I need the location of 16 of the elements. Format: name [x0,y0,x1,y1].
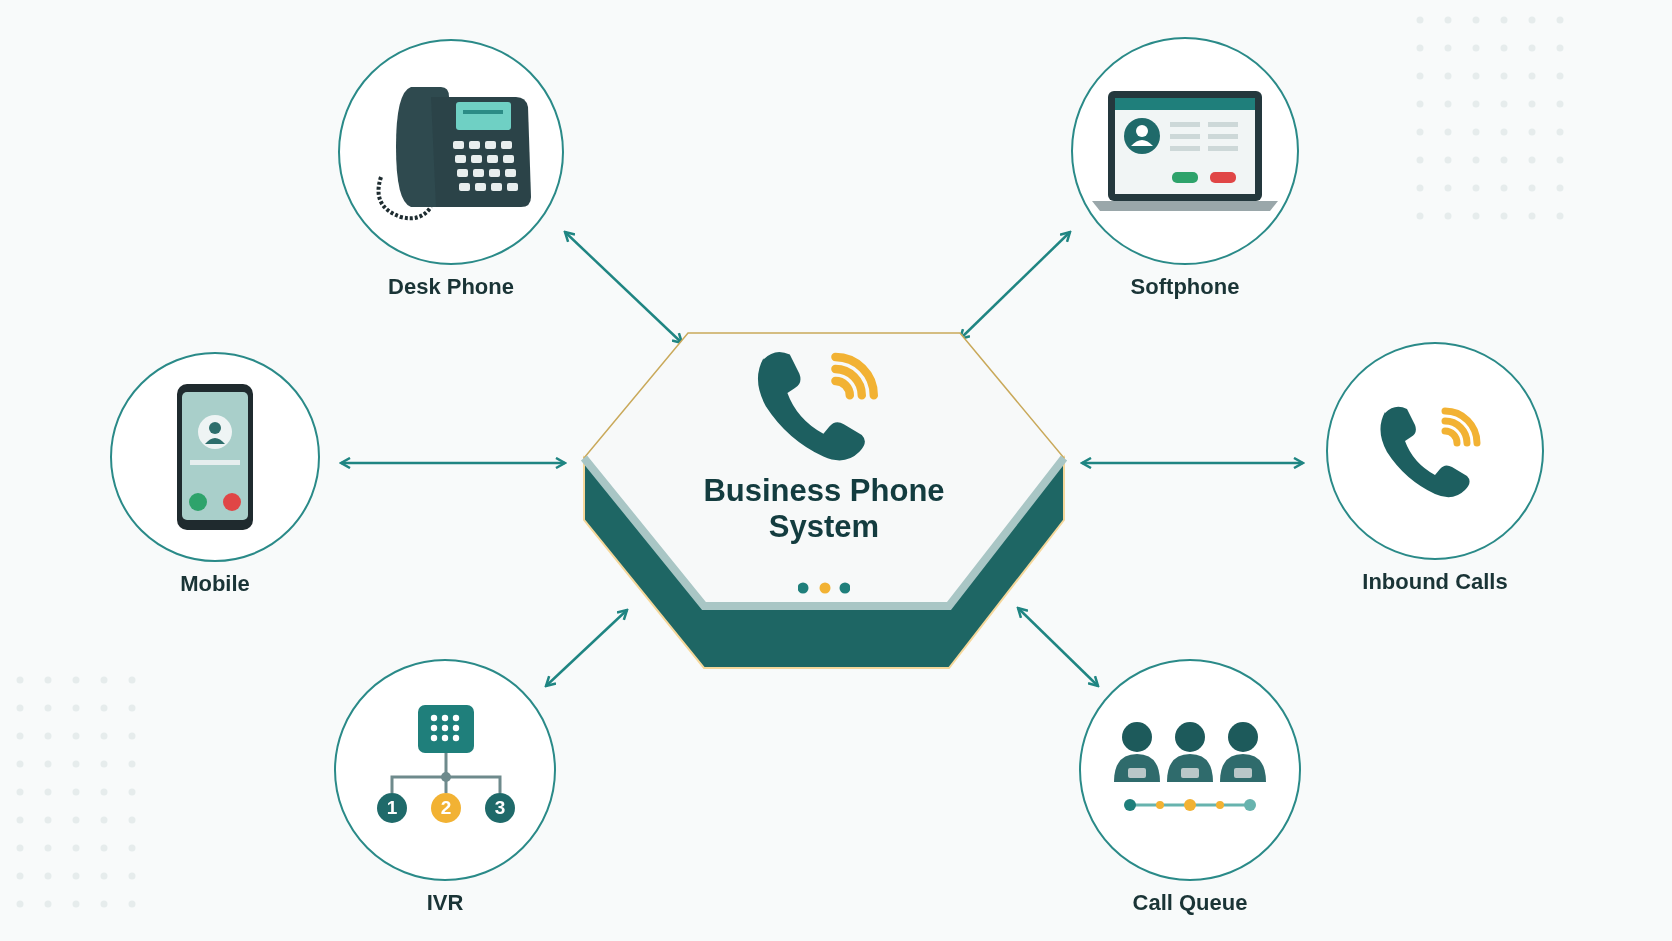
double-arrow [544,608,629,688]
double-arrow [958,230,1072,341]
option-number: 3 [485,793,515,823]
node-label: Softphone [1130,274,1240,300]
double-arrow [563,230,684,345]
node-label: Inbound Calls [1362,569,1508,595]
node-label: Desk Phone [388,274,514,300]
option-number: 1 [377,793,407,823]
node-label: Call Queue [1132,890,1248,916]
node-label: Mobile [180,571,250,597]
double-arrow [1080,456,1305,470]
double-arrow [1016,606,1100,688]
option-number: 2 [431,793,461,823]
hub-title: Business Phone System [702,473,946,545]
node-label: IVR [426,890,464,916]
double-arrow [339,456,567,470]
